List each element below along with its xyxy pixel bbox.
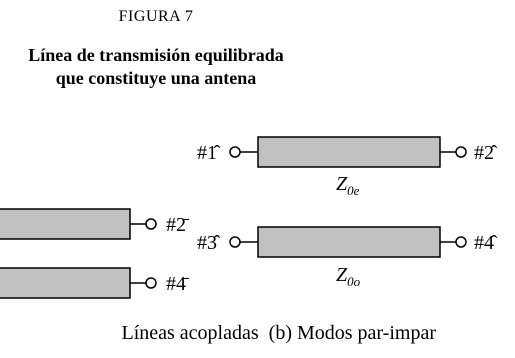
caption-b: (b) Modos par-impar [268, 322, 436, 344]
figure-title-line-2: que constituye una antena [55, 68, 257, 88]
port-terminal-3 [229, 236, 241, 248]
even-mode-line: #1̂ #2̂ Z0e [197, 136, 498, 198]
odd-mode-line: #3̂ #4̂ Z0o [197, 226, 498, 289]
port-label-1: #1̂ [197, 142, 221, 164]
figure-label: FIGURA 7 [118, 8, 194, 25]
impedance-odd-label: Z0o [336, 264, 361, 289]
port-terminal-lower [145, 277, 157, 289]
port-label-3: #3̂ [197, 232, 221, 254]
impedance-odd-main: Z [336, 264, 348, 286]
impedance-even-label: Z0e [336, 173, 360, 198]
impedance-even-sub: 0e [347, 183, 360, 198]
coupled-line-lower-body [0, 267, 131, 299]
port-label-2: #2̂ [474, 142, 498, 164]
coupled-line-upper-body [0, 208, 131, 240]
port-label-upper: #2̄ [166, 214, 190, 236]
port-label-lower: #4̄ [166, 273, 190, 295]
coupled-line-upper: #2̄ [0, 208, 190, 240]
impedance-even-main: Z [336, 173, 348, 195]
port-terminal-1 [229, 146, 241, 158]
impedance-odd-sub: 0o [347, 274, 361, 289]
caption-line: Líneas acopladas (b) Modos par-impar [121, 322, 436, 345]
even-line-body [257, 136, 441, 168]
port-terminal-upper [145, 218, 157, 230]
caption-a: Líneas acopladas [121, 322, 259, 344]
figure-title: Línea de transmisión equilibrada que con… [0, 44, 312, 90]
port-terminal-2 [455, 146, 467, 158]
port-terminal-4 [455, 236, 467, 248]
odd-line-body [257, 226, 441, 258]
coupled-line-lower: #4̄ [0, 267, 190, 299]
port-label-4: #4̂ [474, 232, 498, 254]
figure-title-line-1: Línea de transmisión equilibrada [28, 45, 284, 65]
